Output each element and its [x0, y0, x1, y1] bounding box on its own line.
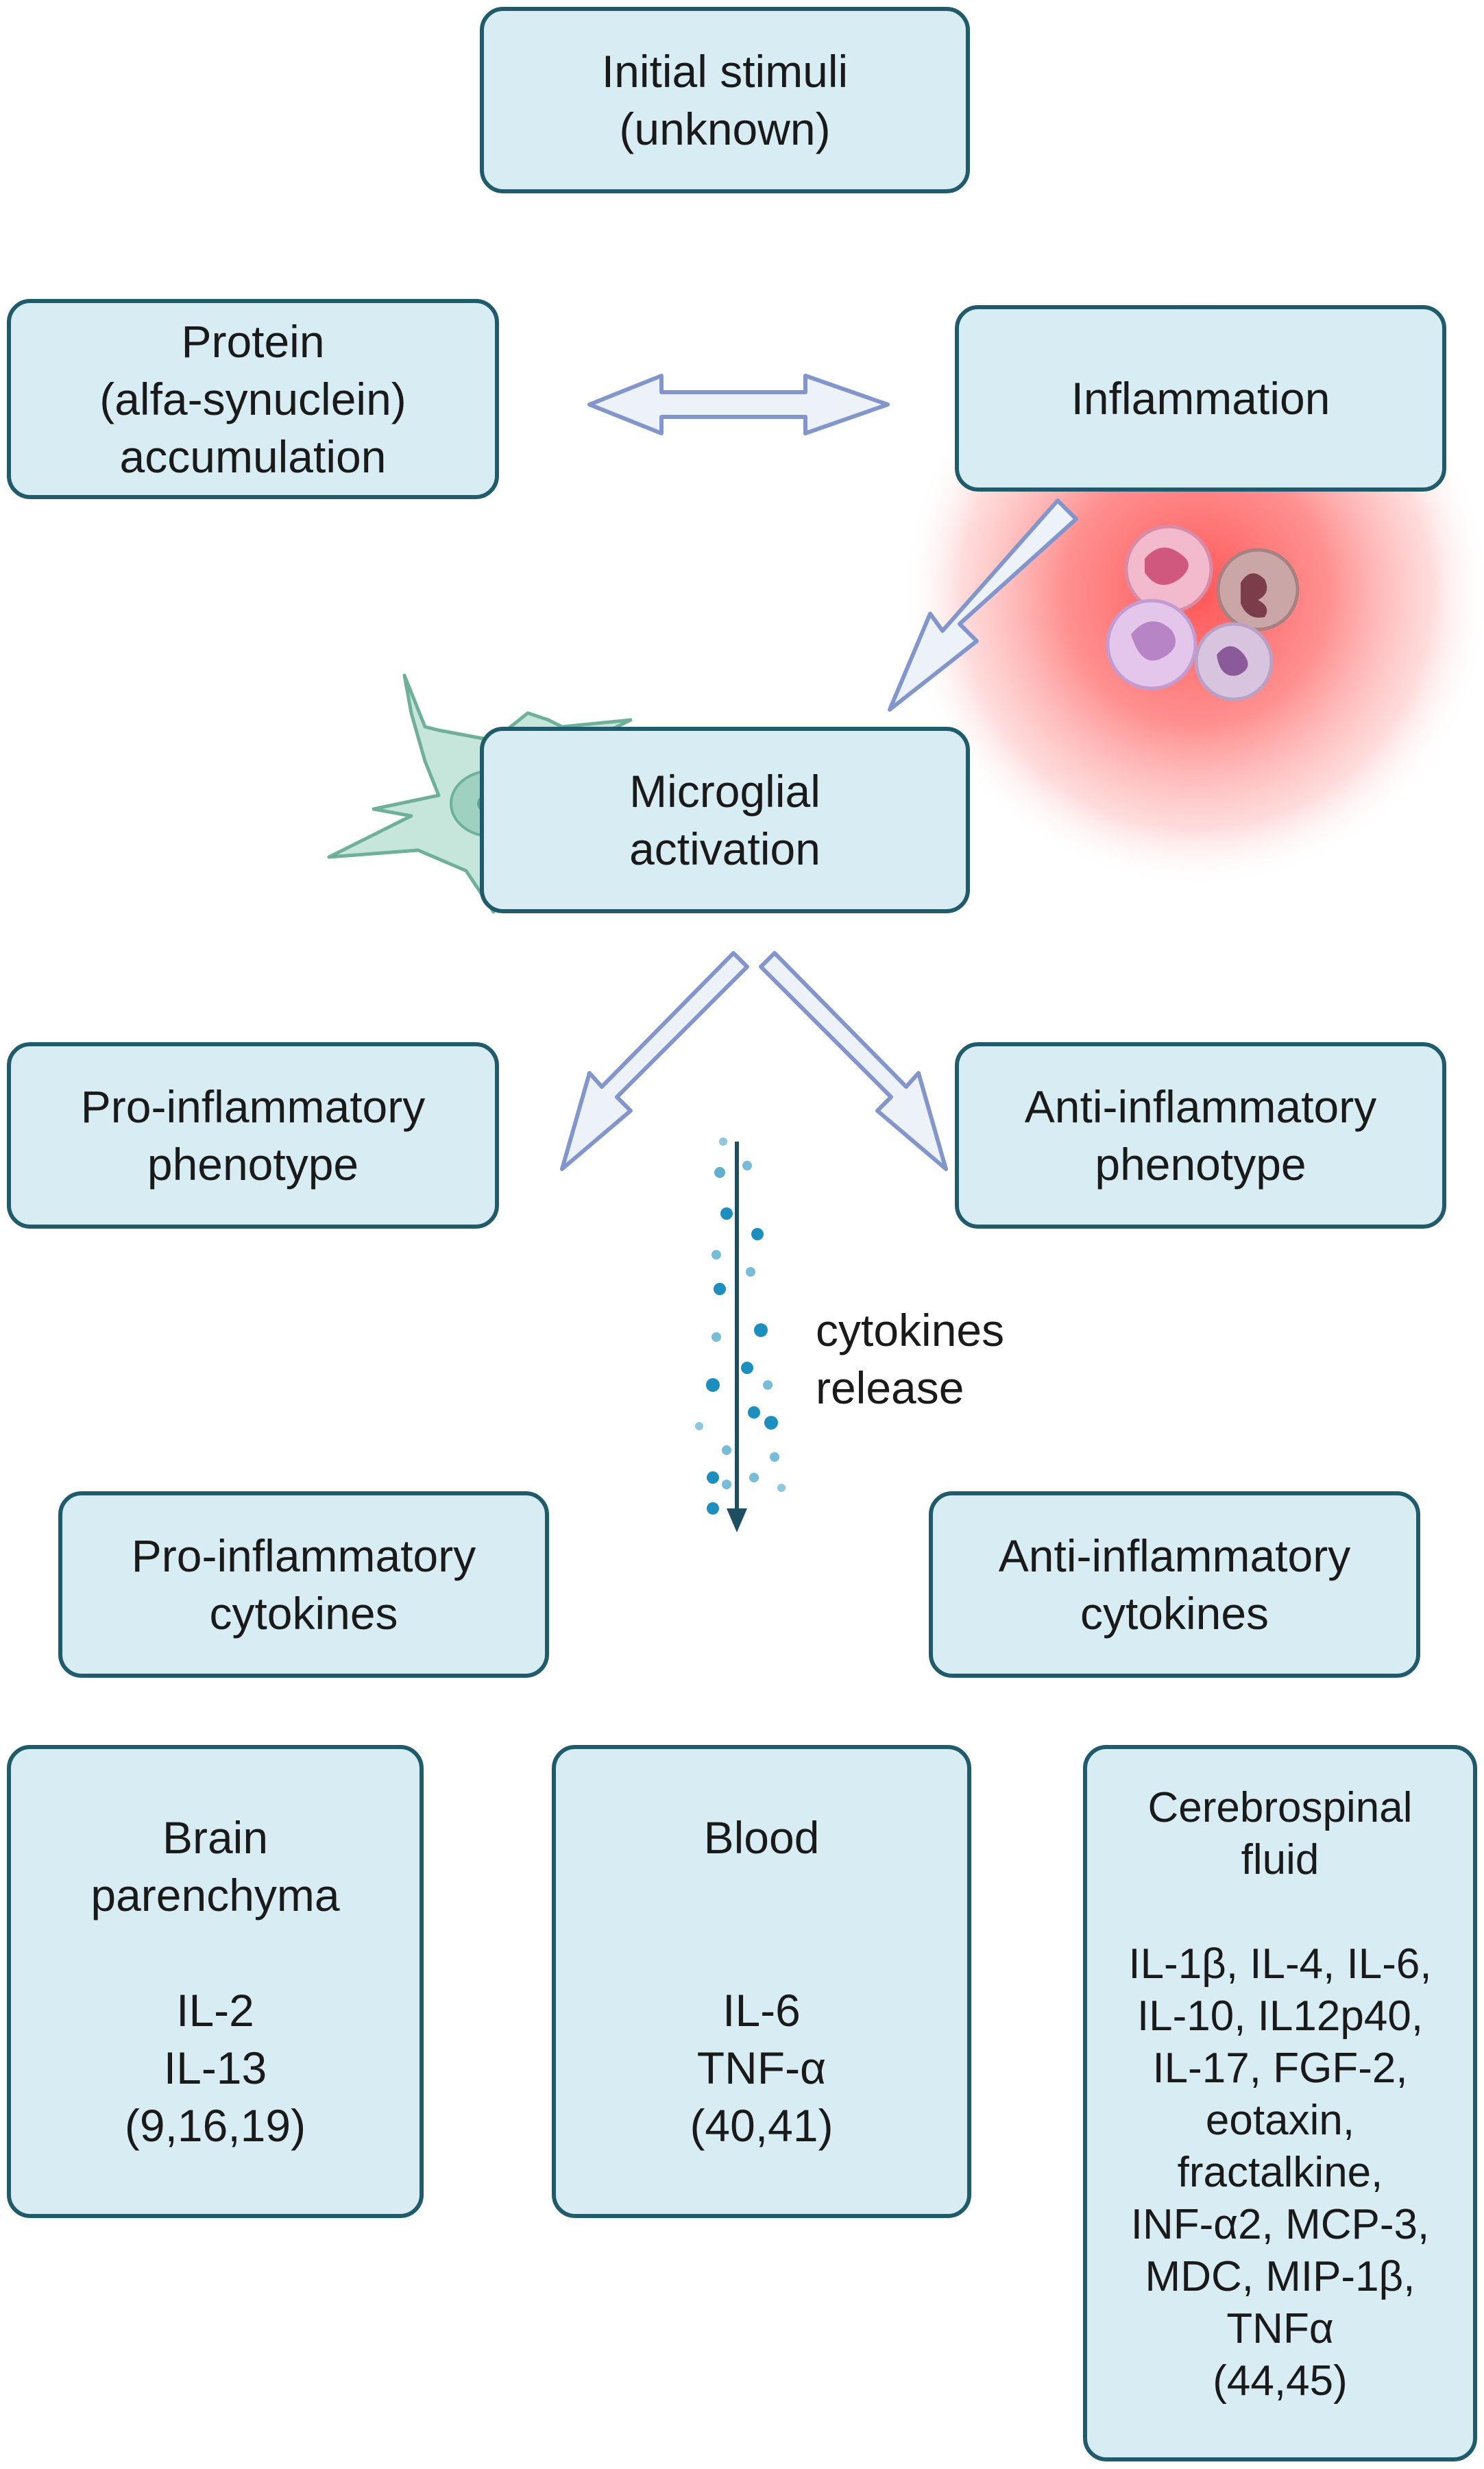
arrow-to-pro-phenotype [560, 951, 749, 1171]
microglial-line1: Microglial [629, 766, 820, 817]
cytokines-release-line2: release [816, 1362, 964, 1413]
csf-line2: fluid [1241, 1836, 1319, 1883]
anti-inflammatory-cytokines-box: Anti-inflammatory cytokines [929, 1491, 1420, 1678]
blood-item: IL-6 [722, 1985, 801, 2036]
inflammation-to-microglia-arrow [888, 498, 1078, 712]
brain-item: IL-2 [176, 1985, 254, 2036]
pro-inflammatory-cytokines-box: Pro-inflammatory cytokines [58, 1491, 549, 1678]
cytokine-release-arrow [727, 1142, 747, 1532]
brain-item: IL-13 [163, 2043, 267, 2093]
blood-line1: Blood [703, 1812, 820, 1863]
pro-inflammatory-phenotype-box: Pro-inflammatory phenotype [7, 1042, 499, 1229]
pro-phenotype-line2: phenotype [147, 1139, 359, 1190]
cytokine-dots [695, 1137, 786, 1515]
brain-parenchyma-box: Brain parenchyma IL-2 IL-13 (9,16,19) [7, 1745, 424, 2218]
initial-stimuli-line1: Initial stimuli [601, 46, 849, 97]
microglial-activation-box: Microglial activation [480, 727, 970, 913]
csf-item: fractalkine, [1177, 2149, 1383, 2196]
bidirectional-arrow [587, 374, 890, 435]
cytokines-release-label: cytokines release [816, 1301, 1004, 1417]
csf-item: IL-10, IL12p40, [1136, 1992, 1424, 2040]
blood-item: (40,41) [690, 2100, 834, 2151]
csf-item: IL-17, FGF-2, [1152, 2045, 1408, 2092]
blood-item: TNF-α [696, 2043, 827, 2093]
inflammation-line1: Inflammation [1071, 373, 1330, 424]
microglial-line2: activation [629, 823, 820, 874]
anti-cytokines-line1: Anti-inflammatory [998, 1530, 1351, 1581]
anti-inflammatory-phenotype-box: Anti-inflammatory phenotype [955, 1042, 1446, 1229]
csf-item: INF-α2, MCP-3, [1130, 2201, 1430, 2248]
csf-item: (44,45) [1213, 2357, 1348, 2405]
cerebrospinal-fluid-box: Cerebrospinal fluid IL-1β, IL-4, IL-6, I… [1083, 1745, 1477, 2461]
brain-item: (9,16,19) [124, 2100, 306, 2151]
csf-item: eotaxin, [1205, 2097, 1355, 2144]
brain-line2: parenchyma [90, 1870, 340, 1920]
inflammation-box: Inflammation [955, 305, 1446, 492]
pro-phenotype-line1: Pro-inflammatory [80, 1081, 426, 1132]
protein-line2: (alfa-synuclein) [99, 374, 406, 424]
anti-phenotype-line1: Anti-inflammatory [1024, 1081, 1377, 1132]
csf-item: MDC, MIP-1β, [1145, 2253, 1415, 2300]
cytokines-release-line1: cytokines [816, 1305, 1005, 1356]
brain-line1: Brain [162, 1812, 269, 1863]
protein-line1: Protein [181, 316, 325, 367]
protein-line3: accumulation [119, 431, 387, 482]
protein-accumulation-box: Protein (alfa-synuclein) accumulation [7, 299, 499, 499]
anti-phenotype-line2: phenotype [1095, 1139, 1306, 1190]
immune-cells-icon [1106, 525, 1300, 701]
blood-box: Blood IL-6 TNF-α (40,41) [552, 1745, 971, 2218]
csf-item: TNFα [1226, 2305, 1334, 2352]
csf-item: IL-1β, IL-4, IL-6, [1128, 1940, 1432, 1988]
initial-stimuli-box: Initial stimuli (unknown) [480, 7, 970, 193]
pro-cytokines-line1: Pro-inflammatory [131, 1530, 476, 1581]
csf-line1: Cerebrospinal [1147, 1784, 1413, 1831]
initial-stimuli-line2: (unknown) [619, 104, 831, 154]
pro-cytokines-line2: cytokines [209, 1588, 398, 1639]
anti-cytokines-line2: cytokines [1080, 1588, 1269, 1639]
arrow-to-anti-phenotype [759, 951, 948, 1171]
